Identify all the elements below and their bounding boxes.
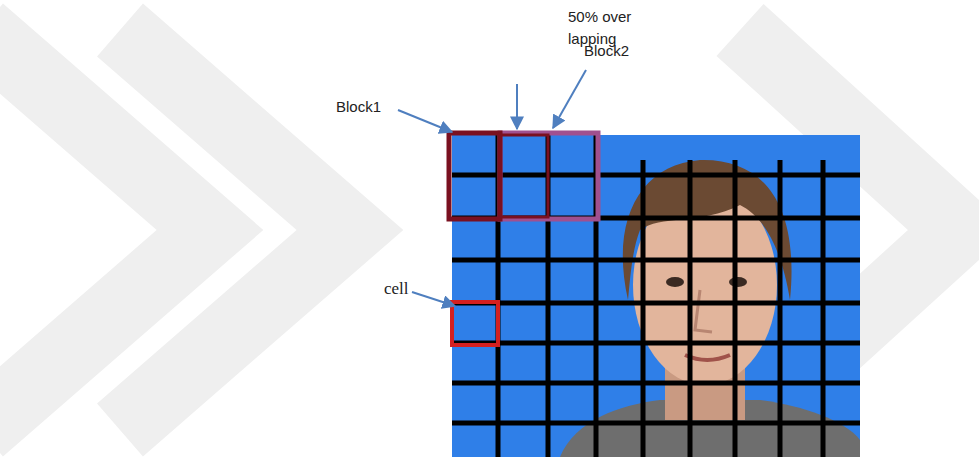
block2-outline (500, 133, 598, 219)
photo-background (452, 135, 860, 457)
cell-grid (452, 135, 860, 457)
cell-label: cell (384, 278, 424, 300)
block-label: Block2 (584, 40, 654, 62)
cell-outline (452, 302, 498, 345)
leader-arrows (398, 70, 586, 306)
overlap-outline (500, 135, 548, 217)
face-photo (560, 160, 860, 457)
block-label: Block1 (336, 96, 406, 118)
block1-outline (449, 133, 500, 219)
